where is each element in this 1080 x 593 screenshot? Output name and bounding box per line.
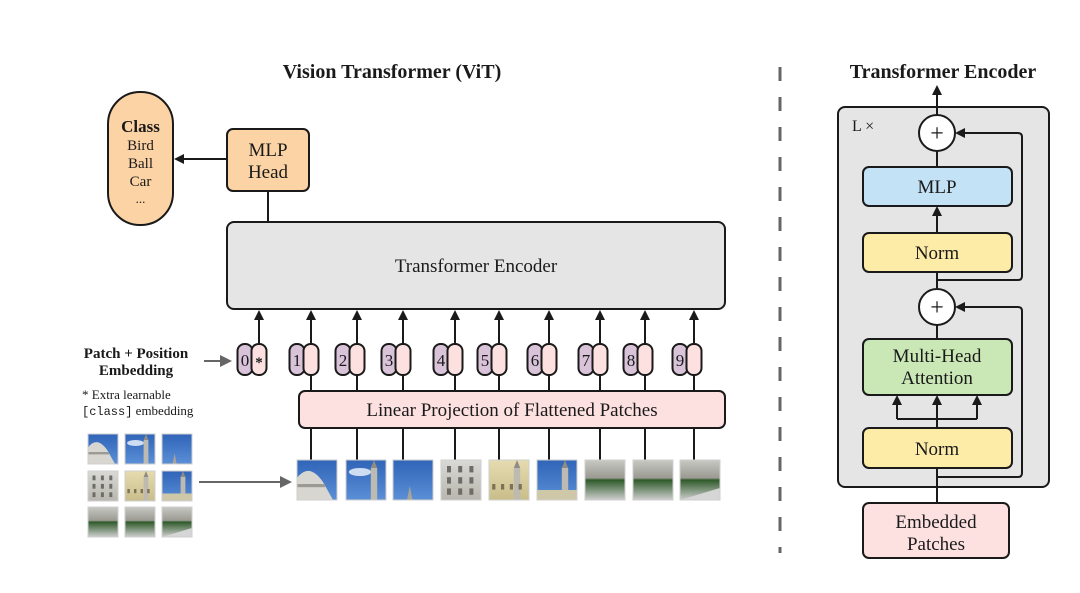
class-embedding-note: [class] embedding [82, 403, 194, 419]
class-token-code: [class] [82, 405, 132, 419]
grid-patch-4 [87, 470, 119, 502]
position-index: 1 [293, 351, 302, 370]
mlp-head-line2: Head [248, 162, 289, 183]
flattened-patch-8 [632, 459, 674, 501]
patch-embedding-pill [394, 343, 412, 376]
position-index: 4 [437, 351, 446, 370]
residual-connection-bottom [937, 302, 1023, 478]
plus-icon: + [930, 121, 944, 147]
mlp-head-line1: MLP [248, 140, 287, 161]
embedding-token-6: 6 [526, 343, 558, 376]
flattened-patch-row [296, 428, 721, 501]
norm-block-top: Norm [862, 232, 1013, 273]
mlp-label: MLP [917, 177, 956, 198]
class-item-ball: Ball [128, 156, 153, 172]
input-image-patch-grid [87, 433, 193, 538]
flattened-patch-9 [679, 459, 721, 501]
plus-icon: + [930, 295, 944, 321]
position-index: 5 [481, 351, 490, 370]
linear-projection-label: Linear Projection of Flattened Patches [366, 400, 657, 421]
transformer-encoder-box: Transformer Encoder [226, 221, 726, 310]
patch-embedding-pill [446, 343, 464, 376]
grid-patch-3 [161, 433, 193, 465]
residual-connection-top [937, 128, 1023, 281]
patch-position-label-line1: Patch + Position [84, 346, 189, 362]
position-index: 0 [241, 351, 250, 370]
position-index: 6 [531, 351, 540, 370]
embedding-token-1: 1 [288, 343, 320, 376]
flattened-patch-4 [440, 459, 482, 501]
embedding-token-9: 9 [671, 343, 703, 376]
encoder-detail-title: Transformer Encoder [850, 61, 1037, 83]
norm-top-label: Norm [915, 243, 960, 264]
grid-patch-2 [124, 433, 156, 465]
patch-embedding-pill [591, 343, 609, 376]
grid-patch-5 [124, 470, 156, 502]
grid-patch-7 [87, 506, 119, 538]
position-index: 8 [627, 351, 636, 370]
embedding-token-8: 8 [622, 343, 654, 376]
class-token-marker: * [255, 355, 263, 371]
repeat-label: L × [852, 118, 874, 135]
flattened-patch-1 [296, 459, 338, 501]
class-heading: Class [121, 117, 160, 136]
grid-patch-9 [161, 506, 193, 538]
linear-projection-box: Linear Projection of Flattened Patches [298, 390, 726, 429]
embedded-patches-line2: Patches [907, 534, 965, 555]
embedded-patches-line1: Embedded [895, 512, 977, 533]
patch-embedding-pill [302, 343, 320, 376]
patch-embedding-pill [636, 343, 654, 376]
flattened-patch-5 [488, 459, 530, 501]
embedding-token-5: 5 [476, 343, 508, 376]
norm-bottom-label: Norm [915, 439, 960, 460]
flattened-patch-7 [584, 459, 626, 501]
patch-embedding-pill [490, 343, 508, 376]
flattened-patch-6 [536, 459, 578, 501]
position-index: 3 [385, 351, 394, 370]
mha-label-line1: Multi-Head [893, 346, 982, 367]
transformer-encoder-label: Transformer Encoder [395, 256, 558, 277]
embedding-token-0: 0* [236, 343, 268, 376]
patch-embedding-pill [540, 343, 558, 376]
norm-block-bottom: Norm [862, 427, 1013, 469]
patch-embedding-pill [348, 343, 366, 376]
class-embedding-text: embedding [132, 403, 194, 418]
vit-title: Vision Transformer (ViT) [283, 61, 502, 83]
embedding-token-2: 2 [334, 343, 366, 376]
residual-add-bottom: + [918, 288, 956, 326]
class-output-box: Class Bird Ball Car ... [107, 91, 174, 226]
flattened-patch-2 [345, 459, 387, 501]
patch-embedding-pill [685, 343, 703, 376]
position-index: 7 [582, 351, 591, 370]
class-item-car: Car [130, 174, 152, 190]
mha-label-line2: Attention [901, 368, 973, 389]
grid-patch-1 [87, 433, 119, 465]
class-item-bird: Bird [127, 138, 154, 154]
embedding-token-7: 7 [577, 343, 609, 376]
embedding-token-4: 4 [432, 343, 464, 376]
patch-position-label-line2: Embedding [99, 363, 174, 379]
position-index: 9 [676, 351, 685, 370]
embedding-token-3: 3 [380, 343, 412, 376]
mlp-block: MLP [862, 166, 1013, 207]
embedded-patches-block: Embedded Patches [862, 502, 1010, 559]
multi-head-attention-block: Multi-Head Attention [862, 338, 1013, 396]
flattened-patch-3 [392, 459, 434, 501]
extra-learnable-note: * Extra learnable [82, 387, 171, 402]
class-item-ellipsis: ... [136, 191, 146, 206]
residual-add-top: + [918, 114, 956, 152]
position-index: 2 [339, 351, 348, 370]
grid-patch-8 [124, 506, 156, 538]
grid-patch-6 [161, 470, 193, 502]
mlp-head-box: MLP Head [226, 128, 310, 192]
